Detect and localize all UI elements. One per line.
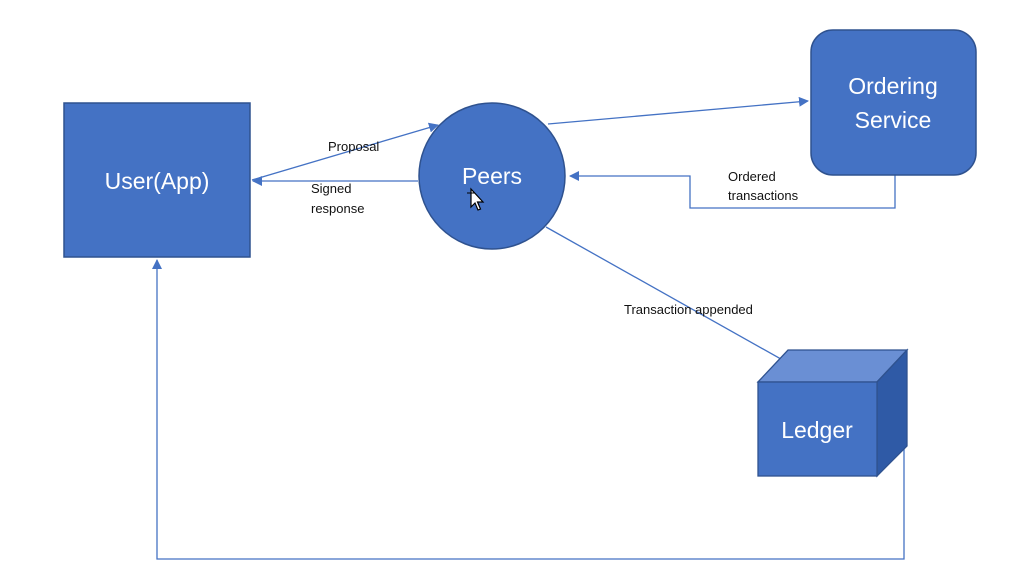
ordering-service-node[interactable]	[810, 29, 977, 176]
user-app-node[interactable]	[63, 102, 251, 258]
signed-response-label-line-2: response	[311, 201, 364, 216]
peers-node[interactable]	[418, 102, 566, 250]
ordered-transactions-label-line-1: Ordered	[728, 169, 776, 184]
proposal-arrow	[251, 122, 439, 181]
ordered-transactions-arrow	[569, 171, 896, 209]
peers-to-ordering-arrow	[547, 96, 809, 125]
peers-label: Peers	[462, 163, 522, 189]
user-app-label: User(App)	[105, 168, 210, 194]
ledger-node[interactable]	[756, 348, 909, 478]
ordering-service-label-line-1: Ordering	[848, 73, 937, 99]
proposal-label: Proposal	[328, 139, 379, 154]
ordering-service-label-line-2: Service	[855, 107, 932, 133]
ledger-label: Ledger	[781, 417, 853, 443]
ordered-transactions-label-line-2: transactions	[728, 188, 799, 203]
transaction-appended-arrow	[545, 226, 821, 382]
mouse-cursor-icon	[467, 187, 485, 211]
signed-response-label-line-1: Signed	[311, 181, 351, 196]
transaction-appended-label: Transaction appended	[624, 302, 753, 317]
ledger-cube-front	[757, 381, 878, 477]
